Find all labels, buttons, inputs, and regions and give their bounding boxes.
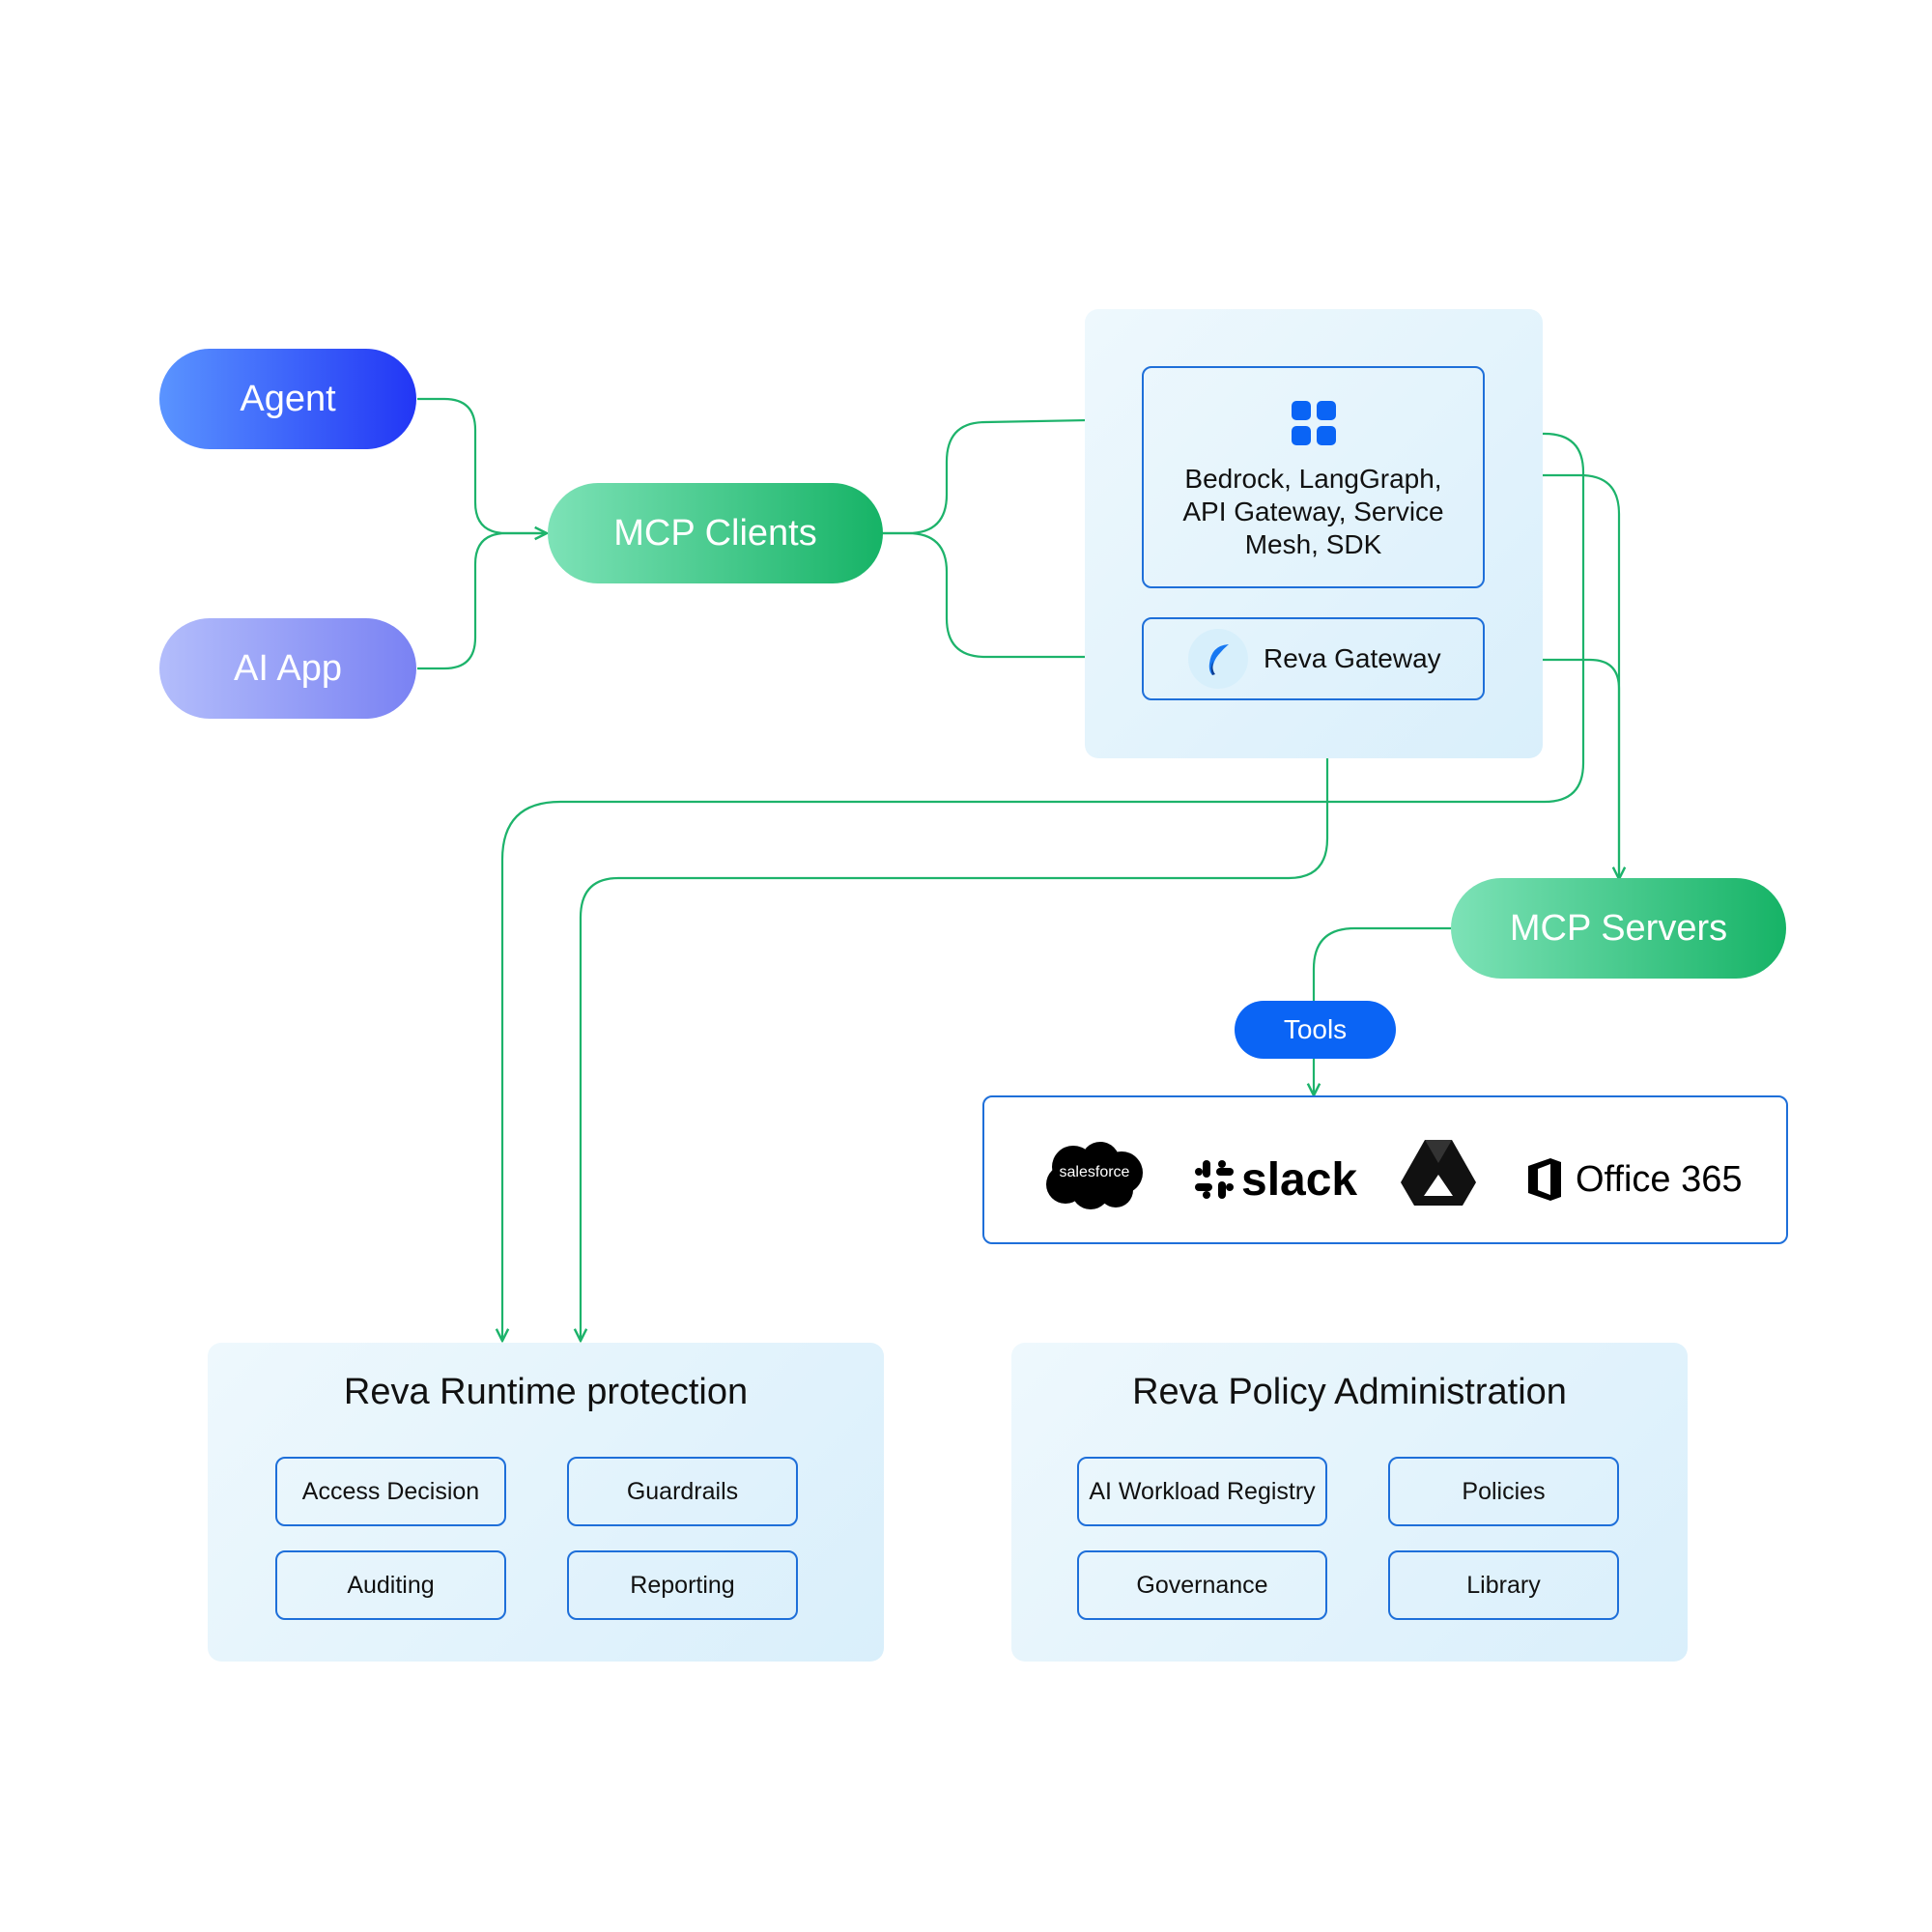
office-wordmark: Office 365	[1576, 1158, 1743, 1200]
auditing-item: Auditing	[275, 1550, 506, 1620]
edge-clients-frameworks	[881, 419, 1140, 535]
edge-agent-clients	[417, 397, 547, 533]
edge-gateway-servers	[1483, 658, 1621, 879]
salesforce-wordmark: salesforce	[1059, 1164, 1130, 1180]
slack-wordmark: slack	[1241, 1153, 1358, 1206]
slack-hash-icon	[1195, 1160, 1234, 1199]
edge-aiapp-clients	[417, 531, 547, 670]
ai-workload-registry-item: AI Workload Registry	[1077, 1457, 1327, 1526]
policy-panel: Reva Policy Administration AI Workload R…	[1011, 1343, 1688, 1662]
edge-gateway-runtime	[581, 701, 1329, 1341]
edge-clients-gateway	[881, 531, 1140, 657]
mcp-servers-node: MCP Servers	[1451, 878, 1786, 979]
reva-logo-icon	[1188, 629, 1248, 689]
agent-label: Agent	[240, 378, 336, 419]
salesforce-cloud-icon	[1046, 1142, 1143, 1209]
runtime-title: Reva Runtime protection	[343, 1372, 749, 1412]
office365-logo: Office 365	[1525, 1153, 1743, 1206]
agent-node: Agent	[159, 349, 416, 449]
ai-app-node: AI App	[159, 618, 416, 719]
reporting-item: Reporting	[567, 1550, 798, 1620]
edge-servers-tools	[1314, 926, 1451, 1095]
grid-icon	[1291, 401, 1336, 445]
mcp-servers-label: MCP Servers	[1509, 907, 1728, 949]
tools-label: Tools	[1283, 1014, 1348, 1044]
mcp-clients-node: MCP Clients	[548, 483, 883, 583]
guardrails-item: Guardrails	[567, 1457, 798, 1526]
google-drive-icon	[1401, 1140, 1476, 1206]
frameworks-label: Bedrock, LangGraph, API Gateway, Service…	[1182, 464, 1444, 559]
integrations-box: salesforce slack Office 365	[982, 1095, 1788, 1244]
reva-gateway-label: Reva Gateway	[1264, 643, 1441, 673]
office-icon	[1528, 1158, 1561, 1201]
ai-app-label: AI App	[234, 647, 342, 689]
policies-item: Policies	[1388, 1457, 1619, 1526]
reva-gateway-box: Reva Gateway	[1142, 617, 1485, 700]
gateway-panel	[1085, 309, 1543, 758]
governance-item: Governance	[1077, 1550, 1327, 1620]
tools-badge: Tools	[1235, 1001, 1396, 1059]
library-item: Library	[1388, 1550, 1619, 1620]
edge-frameworks-servers	[1483, 473, 1619, 879]
slack-logo: slack	[1193, 1153, 1358, 1206]
runtime-panel: Reva Runtime protection Access Decision …	[208, 1343, 884, 1662]
frameworks-box: Bedrock, LangGraph, API Gateway, Service…	[1142, 366, 1485, 588]
salesforce-logo: salesforce	[1044, 1140, 1145, 1211]
mcp-clients-label: MCP Clients	[613, 512, 817, 554]
edge-frameworks-runtime	[502, 432, 1585, 1341]
access-decision-item: Access Decision	[275, 1457, 506, 1526]
policy-title: Reva Policy Administration	[1132, 1372, 1567, 1412]
